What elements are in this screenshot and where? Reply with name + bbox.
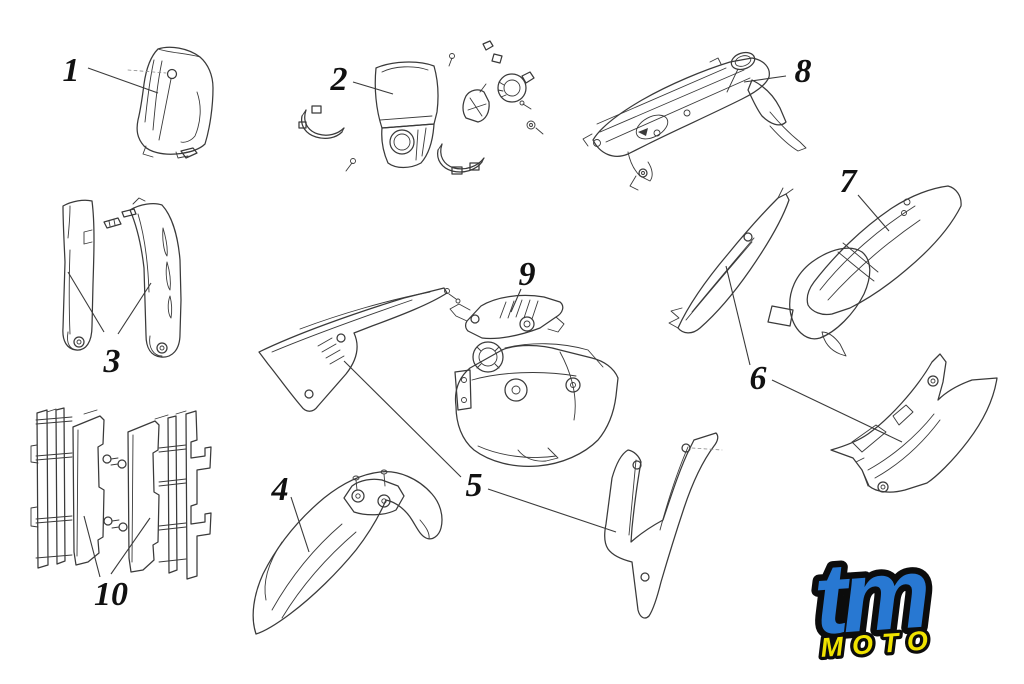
subframe-assembly-drawing (582, 51, 807, 191)
headlight-assembly-drawing (298, 40, 544, 175)
callout-rear-fender: 7 (840, 163, 859, 200)
leader-line-headlight-mask (352, 81, 394, 95)
radiator-shroud-left-drawing (258, 287, 461, 412)
leader-line-radiator-shrouds (343, 360, 462, 478)
leader-line-radiator-shrouds (487, 488, 617, 533)
front-fender-drawing (252, 469, 443, 635)
callout-rear-subframe: 8 (795, 53, 812, 90)
radiator-shroud-right-drawing (604, 432, 723, 619)
fork-guards-drawing (62, 197, 182, 358)
side-panel-lower-drawing (830, 353, 998, 493)
leader-line-fork-guards (117, 282, 152, 335)
leader-line-rear-subframe (743, 75, 787, 83)
callout-front-number-plate: 1 (63, 52, 80, 89)
brand-logo-main: tm (811, 537, 931, 657)
leader-line-side-panels (725, 265, 751, 366)
brand-logo: tm MOTO (804, 530, 941, 666)
leader-line-fork-guards (67, 271, 105, 333)
callout-tank-guard: 9 (519, 256, 536, 293)
callout-fork-guards: 3 (103, 343, 121, 380)
callout-side-panels: 6 (750, 360, 767, 397)
rear-fender-drawing (767, 185, 962, 357)
leader-line-tank-guard (510, 288, 522, 313)
leader-line-front-fender (290, 496, 310, 553)
callout-headlight-mask: 2 (330, 61, 348, 98)
callout-layer: 1 2 3 4 5 6 7 8 9 10 (63, 52, 903, 613)
radiator-louvers-drawing (30, 407, 212, 580)
front-number-plate-drawing (127, 46, 214, 159)
callout-front-fender: 4 (271, 471, 289, 508)
callout-radiator-shrouds: 5 (466, 467, 483, 504)
callout-radiator-louvers: 10 (94, 576, 128, 613)
leader-line-front-number-plate (87, 67, 159, 94)
leader-line-radiator-louvers (83, 515, 101, 578)
leader-line-side-panels (771, 379, 903, 443)
leader-line-rear-fender (857, 194, 890, 232)
leader-line-radiator-louvers (110, 517, 151, 575)
side-panel-upper-drawing (668, 187, 794, 334)
tank-guard-drawing (449, 294, 565, 340)
fuel-tank-drawing (454, 341, 619, 467)
